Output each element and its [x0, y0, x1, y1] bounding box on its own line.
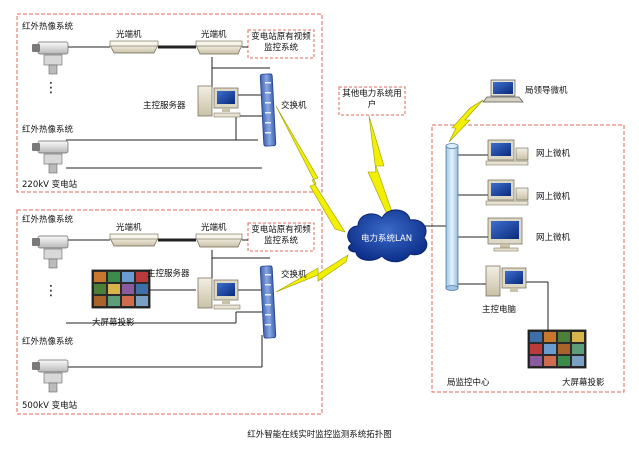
region-monitor-center-frame — [431, 124, 625, 393]
switch-top — [259, 73, 277, 147]
main-pc-label: 主控电脑 — [482, 305, 517, 315]
ir-camera-220-1 — [32, 41, 69, 75]
wires-500kv — [66, 238, 270, 368]
switch-label-top: 交换机 — [281, 101, 307, 111]
ir-camera-500-2 — [32, 359, 69, 393]
optical-transceiver-label-220-left: 光端机 — [116, 30, 142, 40]
online-pc-1 — [485, 139, 529, 166]
region-500kv-frame — [16, 209, 323, 415]
main-server-label-220: 主控服务器 — [143, 101, 186, 111]
ir-camera-500-1 — [32, 235, 69, 269]
monitor-center-label: 局监控中心 — [447, 378, 490, 388]
optical-transceiver-220-right — [195, 40, 243, 55]
bureau-laptop — [482, 79, 524, 103]
switch-label-bottom: 交换机 — [281, 270, 307, 280]
bureau-pc-label: 局领导微机 — [525, 86, 568, 96]
ir-camera-220-2 — [32, 140, 69, 174]
main-control-pc — [485, 265, 527, 297]
ir-camera-label-500-1: 红外热像系统 — [22, 215, 74, 225]
optical-transceiver-220-left — [109, 40, 159, 54]
region-220kv-frame — [16, 13, 323, 193]
large-screen-label-500: 大屏幕投影 — [92, 318, 135, 328]
online-pc-label-1: 网上微机 — [536, 149, 571, 159]
optical-transceiver-label-500-right: 光端机 — [201, 223, 227, 233]
power-lan-label: 电力系统LAN — [361, 234, 413, 244]
online-pc-label-2: 网上微机 — [536, 192, 571, 202]
optical-transceiver-label-220-right: 光端机 — [201, 30, 227, 40]
main-server-label-500: 主控服务器 — [147, 269, 190, 279]
substation-220kv-label: 220kV 变电站 — [22, 180, 78, 190]
diagram-caption: 红外智能在线实时监控监测系统拓扑图 — [247, 430, 392, 440]
other-users-label: 其他电力系统用户 — [342, 89, 402, 110]
original-video-label-top: 变电站原有视频监控系统 — [251, 32, 311, 53]
video-wall-center — [527, 329, 587, 369]
lightning-other-users-lan — [367, 115, 393, 213]
switch-bottom — [259, 265, 277, 339]
main-server-220 — [197, 85, 241, 118]
ir-camera-label-500-2: 红外热像系统 — [22, 337, 74, 347]
other-users-box — [338, 86, 406, 116]
original-video-box-top — [247, 29, 315, 59]
video-wall-500 — [91, 269, 151, 309]
ellipsis-500: ⋮ — [44, 283, 58, 299]
ir-camera-label-220-1: 红外热像系统 — [22, 22, 74, 32]
original-video-box-bottom — [247, 222, 315, 252]
optical-transceiver-500-right — [195, 233, 243, 248]
ellipsis-220: ⋮ — [44, 80, 58, 96]
main-server-500 — [197, 277, 241, 310]
lightning-bottom-switch-lan — [275, 254, 349, 293]
lightning-top-switch-lan — [275, 105, 346, 233]
original-video-label-bottom: 变电站原有视频监控系统 — [251, 225, 311, 246]
online-pc-2 — [485, 179, 529, 206]
ir-camera-label-220-2: 红外热像系统 — [22, 125, 74, 135]
optical-transceiver-500-left — [109, 233, 159, 247]
power-lan-cloud — [347, 209, 428, 263]
substation-500kv-label: 500kV 变电站 — [22, 401, 78, 411]
wires-220kv — [66, 45, 270, 169]
large-screen-label-center: 大屏幕投影 — [562, 378, 605, 388]
lan-backbone — [445, 143, 459, 291]
online-pc-3 — [487, 217, 523, 252]
online-pc-label-3: 网上微机 — [536, 233, 571, 243]
lightning-laptop-lan — [448, 99, 484, 143]
optical-transceiver-label-500-left: 光端机 — [116, 223, 142, 233]
